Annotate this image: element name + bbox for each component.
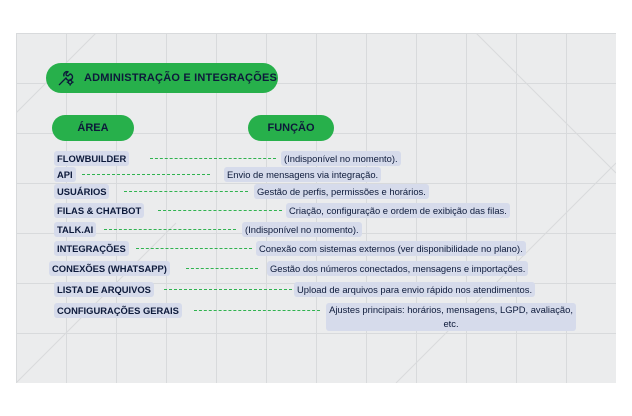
row-flowbuilder: FLOWBUILDER (Indisponível no momento). <box>16 151 616 166</box>
section-title: ADMINISTRAÇÃO E INTEGRAÇÕES <box>84 72 278 84</box>
connector-line <box>136 248 252 249</box>
row-talk-ai: TALK.AI (Indisponível no momento). <box>16 222 616 237</box>
function-text: Envio de mensagens via integração. <box>224 167 382 182</box>
function-text: (Indisponível no momento). <box>281 151 401 166</box>
header-function: FUNÇÃO <box>248 115 334 141</box>
connector-line <box>164 289 292 290</box>
header-area: ÁREA <box>52 115 134 141</box>
connector-line <box>194 310 320 311</box>
connector-line <box>186 268 258 269</box>
row-conexoes-whatsapp: CONEXÕES (WHATSAPP) Gestão dos números c… <box>16 261 616 276</box>
connector-line <box>124 191 248 192</box>
function-text: (Indisponível no momento). <box>242 222 362 237</box>
area-label: LISTA DE ARQUIVOS <box>54 282 154 297</box>
wrench-gear-icon <box>58 70 74 86</box>
connector-line <box>150 158 276 159</box>
row-api: API Envio de mensagens via integração. <box>16 167 616 182</box>
function-text: Gestão de perfis, permissões e horários. <box>254 184 429 199</box>
area-label: INTEGRAÇÕES <box>54 241 129 256</box>
function-text: Criação, configuração e ordem de exibiçã… <box>286 203 510 218</box>
function-text: Gestão dos números conectados, mensagens… <box>267 261 529 276</box>
section-title-pill: ADMINISTRAÇÃO E INTEGRAÇÕES <box>46 63 278 93</box>
connector-line <box>82 174 210 175</box>
function-text: Upload de arquivos para envio rápido nos… <box>294 282 536 297</box>
function-text: Ajustes principais: horários, mensagens,… <box>326 303 576 331</box>
area-label: TALK.AI <box>54 222 97 237</box>
connector-line <box>158 210 282 211</box>
row-integracoes: INTEGRAÇÕES Conexão com sistemas externo… <box>16 241 616 256</box>
area-label: CONFIGURAÇÕES GERAIS <box>54 303 182 318</box>
area-label: FILAS & CHATBOT <box>54 203 145 218</box>
area-label: USUÁRIOS <box>54 184 110 199</box>
row-lista-arquivos: LISTA DE ARQUIVOS Upload de arquivos par… <box>16 282 616 297</box>
row-usuarios: USUÁRIOS Gestão de perfis, permissões e … <box>16 184 616 199</box>
area-label: FLOWBUILDER <box>54 151 130 166</box>
area-label: CONEXÕES (WHATSAPP) <box>49 261 170 276</box>
row-configuracoes-gerais: CONFIGURAÇÕES GERAIS Ajustes principais:… <box>16 303 616 331</box>
area-label: API <box>54 167 76 182</box>
connector-line <box>104 229 236 230</box>
row-filas-chatbot: FILAS & CHATBOT Criação, configuração e … <box>16 203 616 218</box>
function-text: Conexão com sistemas externos (ver dispo… <box>256 241 526 256</box>
slide: ADMINISTRAÇÃO E INTEGRAÇÕES ÁREA FUNÇÃO … <box>16 33 616 383</box>
